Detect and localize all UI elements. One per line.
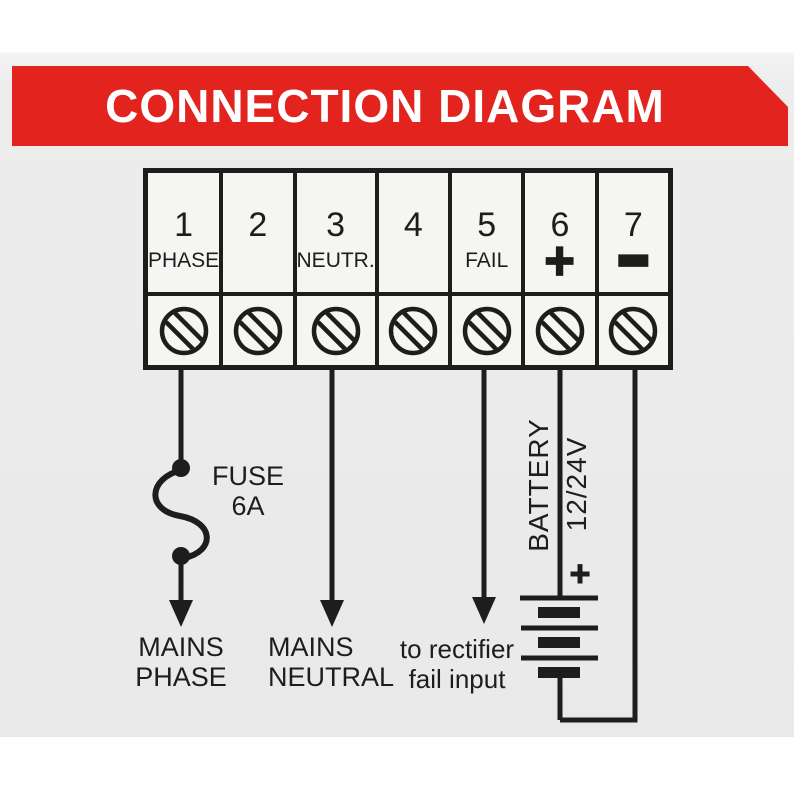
terminal-number: 3 <box>326 206 346 244</box>
terminal-label: PHASE <box>148 249 220 272</box>
screw-terminal-3 <box>296 296 375 365</box>
page-title: CONNECTION DIAGRAM <box>105 80 665 132</box>
terminal-number: 1 <box>174 206 194 244</box>
terminal-number: 6 <box>550 206 570 244</box>
terminal-cell-3: 3 NEUTR. <box>296 173 375 292</box>
screw-terminal-6 <box>525 296 595 365</box>
mains-neutral-label: MAINS NEUTRAL <box>268 632 395 692</box>
battery-voltage-label: 12/24V <box>561 436 592 532</box>
screw-icon <box>233 306 283 355</box>
terminal-number: 7 <box>623 206 643 244</box>
screw-terminal-7 <box>598 296 668 365</box>
screw-icon <box>462 306 511 355</box>
screw-terminal-2 <box>223 296 293 365</box>
screw-terminal-5 <box>452 296 522 365</box>
rectifier-label: to rectifier fail input <box>399 634 515 694</box>
plus-symbol: + <box>544 230 576 292</box>
terminal-cell-4: 4 <box>378 173 449 292</box>
screw-terminal-4 <box>378 296 449 365</box>
screw-icon <box>311 306 360 355</box>
screw-terminal-1 <box>148 296 220 365</box>
terminal-block: 1 PHASE 2 3 NEUTR. 4 5 FAIL 6 + 7 − <box>143 168 673 370</box>
mains-phase-label: MAINS PHASE <box>135 632 227 692</box>
minus-symbol: − <box>616 204 651 316</box>
battery-name-label: BATTERY <box>523 418 554 552</box>
terminal-label: NEUTR. <box>296 249 375 272</box>
battery-plus-label: + <box>569 553 591 595</box>
terminal-cell-2: 2 <box>223 173 293 292</box>
screw-icon <box>535 306 585 355</box>
terminal-number: 2 <box>248 206 268 244</box>
diagram-panel <box>0 52 794 737</box>
title-banner: CONNECTION DIAGRAM <box>12 66 788 146</box>
screw-icon <box>389 306 438 355</box>
terminal-number: 4 <box>403 206 423 244</box>
terminal-cell-5: 5 FAIL <box>452 173 522 292</box>
terminal-cell-7: 7 − <box>598 173 668 316</box>
screw-icon <box>609 306 658 355</box>
terminal-cell-6: 6 + <box>525 173 595 292</box>
terminal-number: 5 <box>477 206 497 244</box>
terminal-cell-1: 1 PHASE <box>148 173 220 292</box>
terminal-label: FAIL <box>465 249 509 272</box>
fuse-label: FUSE 6A <box>211 461 284 521</box>
screw-icon <box>159 306 208 355</box>
